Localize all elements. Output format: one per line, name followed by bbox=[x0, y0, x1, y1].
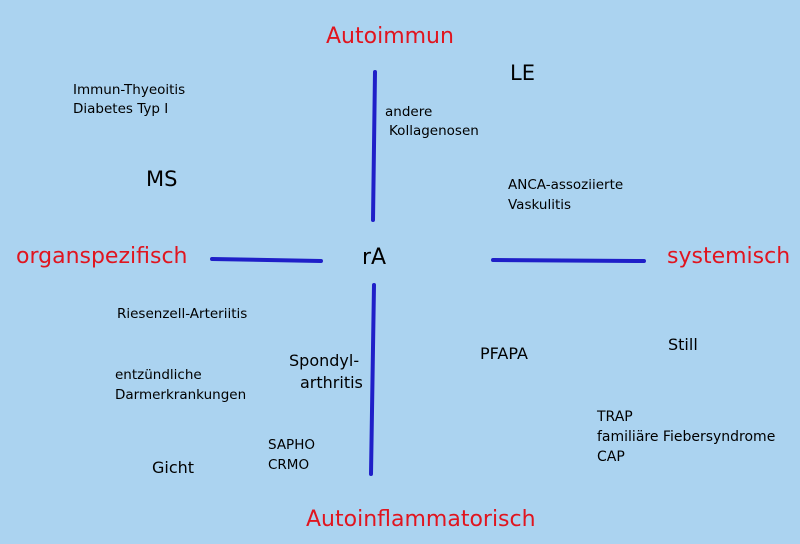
axis-line-right bbox=[491, 258, 646, 263]
item-immun-thyeoitis: Immun-Thyeoitis bbox=[73, 82, 186, 98]
item-vaskulitis: Vaskulitis bbox=[508, 197, 572, 213]
item-crmo: CRMO bbox=[268, 457, 310, 473]
item-ms: MS bbox=[146, 167, 178, 191]
axis-line-left bbox=[210, 257, 323, 263]
item-diabetes: Diabetes Typ I bbox=[73, 101, 169, 117]
item-kollagenosen: Kollagenosen bbox=[389, 123, 479, 139]
item-gicht: Gicht bbox=[152, 458, 195, 477]
center-label: rA bbox=[362, 245, 387, 270]
item-familiaere: familiäre Fiebersyndrome bbox=[597, 429, 776, 445]
item-trap: TRAP bbox=[597, 409, 633, 425]
axis-label-top: Autoimmun bbox=[326, 24, 454, 49]
axis-line-top bbox=[371, 70, 377, 222]
axis-label-left: organspezifisch bbox=[16, 244, 188, 269]
item-spondyl: Spondyl- bbox=[289, 351, 360, 370]
axis-label-right: systemisch bbox=[667, 244, 791, 269]
item-riesenzell: Riesenzell-Arteriitis bbox=[117, 306, 248, 322]
item-cap: CAP bbox=[597, 449, 625, 465]
item-entzuendliche: entzündliche bbox=[115, 367, 202, 383]
axis-line-bottom bbox=[369, 283, 376, 476]
item-anca: ANCA-assoziierte bbox=[508, 177, 624, 193]
item-pfapa: PFAPA bbox=[480, 344, 528, 363]
item-arthritis: arthritis bbox=[300, 373, 363, 392]
item-darmerkrankungen: Darmerkrankungen bbox=[115, 387, 247, 403]
item-le: LE bbox=[510, 61, 535, 85]
item-andere: andere bbox=[385, 104, 433, 120]
item-still: Still bbox=[668, 335, 698, 354]
axis-label-bottom: Autoinflammatorisch bbox=[306, 507, 536, 532]
item-sapho: SAPHO bbox=[268, 437, 315, 453]
